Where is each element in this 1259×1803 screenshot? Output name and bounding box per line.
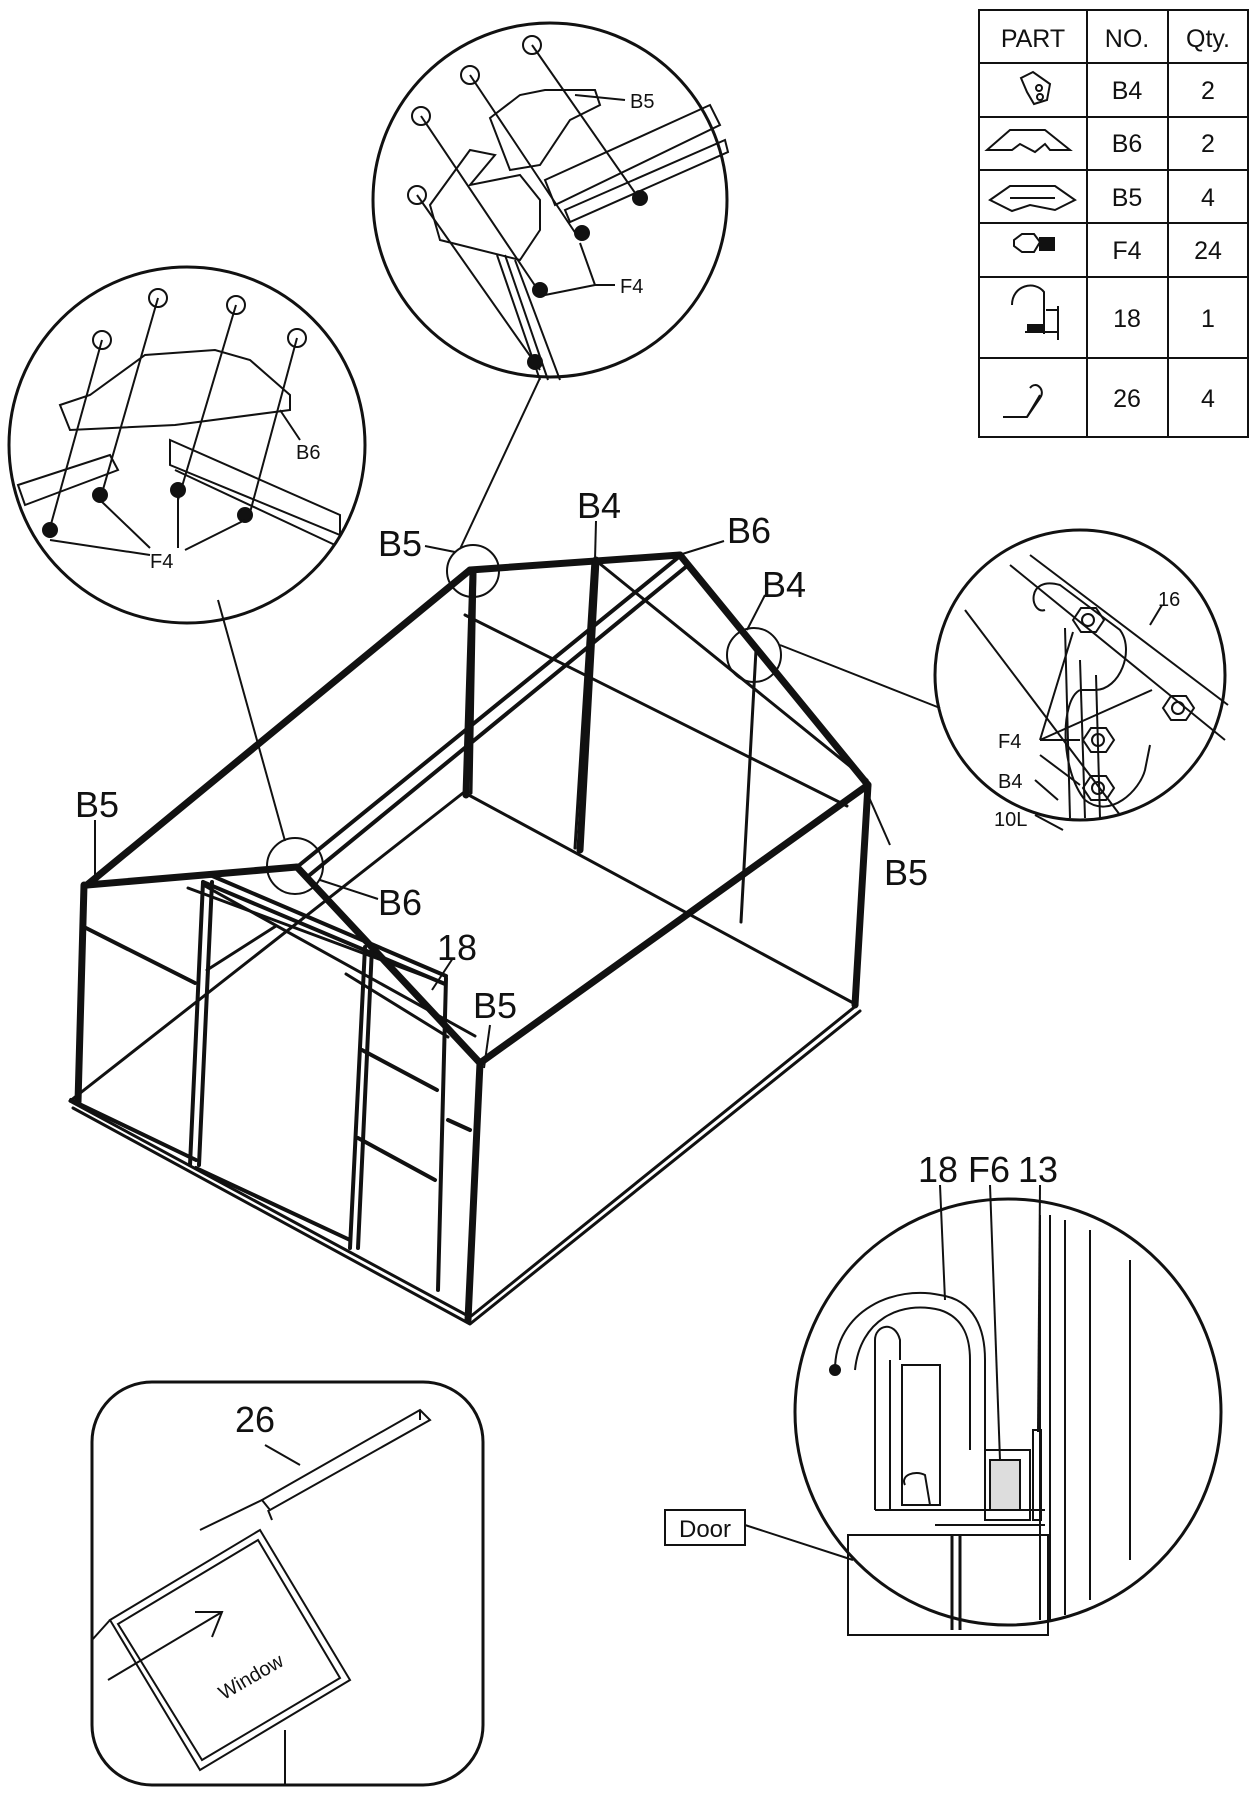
b5-bracket-icon	[988, 185, 1077, 213]
detail-left-f4-label: F4	[150, 551, 173, 573]
row-b5-qty: 4	[1201, 184, 1215, 212]
row-18-qty: 1	[1201, 305, 1215, 333]
detail-right-f4-label: F4	[998, 731, 1021, 753]
row-18-no: 18	[1113, 305, 1141, 333]
detail-left-circle: B6 F4	[7, 265, 367, 625]
detail-right-b4-label: B4	[998, 771, 1022, 793]
b4-bracket-icon	[1019, 70, 1052, 106]
b6-bracket-icon	[984, 129, 1073, 154]
greenhouse-frame	[68, 551, 872, 1326]
header-qty: Qty.	[1186, 25, 1230, 53]
label-door-part: 18	[437, 927, 477, 968]
label-b5-left: B5	[75, 784, 119, 825]
detail-right-circle: 16 F4 B4 10L	[933, 528, 1229, 831]
row-b4-qty: 2	[1201, 77, 1215, 105]
detail-door-18-label: 18	[918, 1149, 958, 1190]
detail-top-b5-label: B5	[630, 91, 654, 113]
label-b5-front: B5	[473, 985, 517, 1026]
row-b4-no: B4	[1112, 77, 1143, 105]
detail-window-26-label: 26	[235, 1399, 275, 1440]
row-26-no: 26	[1113, 385, 1141, 413]
detail-right-10l-label: 10L	[994, 809, 1027, 831]
header-part: PART	[1001, 25, 1065, 53]
label-b5-right: B5	[884, 852, 928, 893]
callout-circle-front	[266, 837, 324, 895]
row-b6-qty: 2	[1201, 130, 1215, 158]
row-b6-no: B6	[1112, 130, 1143, 158]
detail-door-f6-label: F6	[968, 1149, 1010, 1190]
detail-door-circle: 18 F6 13 Door	[664, 1149, 1223, 1636]
row-b5-no: B5	[1112, 184, 1143, 212]
detail-top-f4-label: F4	[620, 276, 643, 298]
header-no: NO.	[1105, 25, 1149, 53]
door-hook-icon	[1011, 284, 1059, 340]
detail-window-box: 26 Window	[90, 1380, 485, 1787]
callout-circle-top	[446, 544, 500, 598]
label-b4-right: B4	[762, 564, 806, 605]
label-b5-top: B5	[378, 523, 422, 564]
window-stay-icon	[1003, 384, 1043, 418]
callout-markers	[94, 377, 941, 1069]
detail-right-16-label: 16	[1158, 589, 1180, 611]
detail-door-13-label: 13	[1018, 1149, 1058, 1190]
label-b4-top: B4	[577, 485, 621, 526]
row-f4-no: F4	[1112, 237, 1141, 265]
f4-bolt-icon	[1013, 233, 1055, 253]
label-b6-top: B6	[727, 510, 771, 551]
row-26-qty: 4	[1201, 385, 1215, 413]
row-f4-qty: 24	[1194, 237, 1222, 265]
parts-table	[978, 9, 1249, 438]
detail-left-b6-label: B6	[296, 442, 320, 464]
callout-circle-right	[726, 627, 782, 683]
detail-window-label: Window	[215, 1650, 288, 1705]
label-b6-front: B6	[378, 882, 422, 923]
detail-door-label: Door	[679, 1516, 731, 1543]
detail-top-circle: B5 F4	[371, 21, 730, 381]
door-tag-box	[664, 1509, 746, 1546]
